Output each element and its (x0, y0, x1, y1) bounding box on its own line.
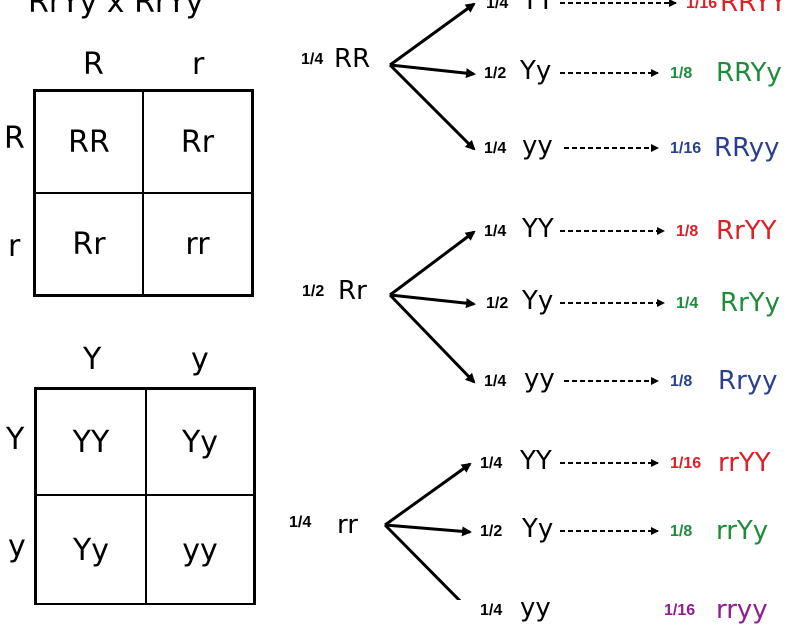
punnett-grid: RR Rr Rr rr (33, 89, 254, 297)
branch-arrow (383, 523, 462, 600)
result-fraction: 1/8 (676, 223, 699, 240)
row-header-1: Y (6, 422, 25, 457)
result-fraction: 1/16 (664, 602, 696, 619)
punnett-cell: yy (146, 495, 254, 605)
child-genotype: Yy (522, 514, 554, 544)
result-fraction: 1/16 (686, 0, 718, 12)
result-genotype: rrYy (716, 516, 769, 546)
branch-arrow (384, 462, 472, 527)
result-genotype: RrYy (720, 288, 781, 318)
result-genotype: rrYY (718, 448, 771, 478)
child-fraction: 1/4 (484, 140, 507, 157)
parent-genotype: Rr (338, 276, 367, 306)
punnett-cell: rr (143, 193, 252, 295)
parent-fraction: 1/4 (301, 51, 324, 68)
child-genotype: Yy (522, 286, 554, 316)
branch-arrow (388, 293, 476, 384)
punnett-grid: YY Yy Yy yy (34, 387, 256, 605)
punnett-cell: RR (35, 91, 143, 193)
child-genotype: yy (522, 131, 553, 161)
row-header-2: r (8, 229, 21, 264)
branch-arrow (389, 63, 476, 79)
branch-arrow (389, 2, 476, 67)
branch-arrow (389, 293, 476, 309)
result-fraction: 1/4 (676, 295, 699, 312)
child-fraction: 1/4 (484, 223, 507, 240)
parent-fraction: 1/4 (289, 514, 312, 531)
child-fraction: 1/4 (480, 455, 503, 472)
result-fraction: 1/8 (670, 65, 693, 82)
col-header-1: Y (83, 342, 102, 377)
child-genotype: Yy (520, 56, 552, 86)
branch-arrows (383, 0, 677, 600)
row-header-1: R (4, 121, 25, 156)
child-genotype: YY (522, 214, 554, 244)
child-fraction: 1/4 (480, 602, 503, 619)
result-genotype: RRYY (720, 0, 787, 18)
result-genotype: RRyy (714, 133, 780, 163)
result-genotype: RrYY (716, 216, 777, 246)
branch-arrow (388, 63, 476, 151)
punnett-cell: Rr (35, 193, 143, 295)
parent-fraction: 1/2 (302, 283, 325, 300)
result-genotype: Rryy (718, 366, 778, 396)
child-fraction: 1/2 (480, 523, 503, 540)
result-fraction: 1/16 (670, 140, 702, 157)
child-genotype: YY (520, 446, 552, 476)
child-genotype: YY (522, 0, 554, 16)
result-fraction: 1/8 (670, 373, 693, 390)
branch-arrow (389, 230, 476, 297)
punnett-cell: Rr (143, 91, 252, 193)
child-fraction: 1/4 (484, 373, 507, 390)
result-fraction: 1/8 (670, 523, 693, 540)
parent-genotype: rr (337, 510, 358, 540)
col-header-2: r (192, 47, 205, 82)
child-genotype: yy (524, 364, 555, 394)
punnett-cell: YY (36, 389, 146, 495)
col-header-1: R (83, 47, 104, 82)
child-fraction: 1/4 (486, 0, 509, 12)
parent-genotype: RR (334, 44, 371, 74)
cross-title: RrYy x RrYy (28, 0, 204, 20)
result-genotype: RRYy (716, 58, 782, 88)
child-fraction: 1/2 (484, 65, 507, 82)
punnett-cell: Yy (146, 389, 254, 495)
result-fraction: 1/16 (670, 455, 702, 472)
branch-arrow (384, 523, 472, 537)
result-genotype: rryy (716, 595, 768, 625)
child-genotype: yy (520, 593, 551, 623)
child-fraction: 1/2 (486, 295, 509, 312)
col-header-2: y (191, 342, 209, 377)
row-header-2: y (8, 529, 26, 564)
